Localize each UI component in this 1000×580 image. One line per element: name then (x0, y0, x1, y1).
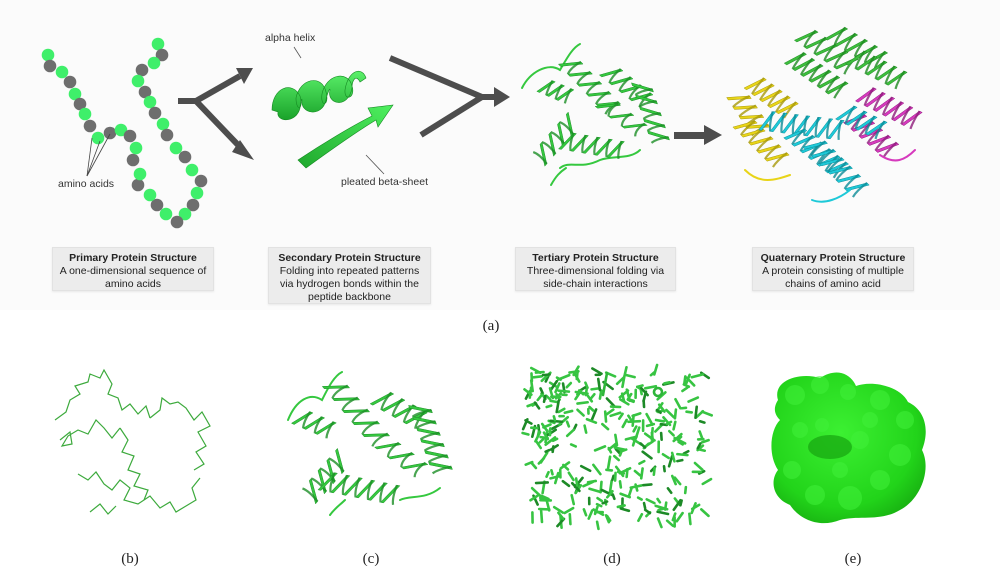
caption-desc-line: A one-dimensional sequence of (59, 265, 207, 277)
caption-title: Primary Protein Structure (69, 252, 197, 264)
caption-desc-line: via hydrogen bonds within the (280, 278, 419, 290)
caption-title: Quaternary Protein Structure (760, 252, 906, 264)
amino-acids-annotation: amino acids (58, 178, 115, 190)
caption-secondary-structure: Secondary Protein Structure Folding into… (268, 247, 431, 304)
caption-desc-line: amino acids (104, 278, 162, 290)
subfigure-label-b: (b) (121, 551, 139, 567)
beta-sheet-annotation: pleated beta-sheet (341, 176, 428, 188)
subfigure-label-a: (a) (482, 318, 500, 334)
caption-title: Secondary Protein Structure (278, 252, 421, 264)
alpha-helix-annotation: alpha helix (265, 32, 316, 44)
subfigure-label-d: (d) (603, 551, 621, 567)
caption-title: Tertiary Protein Structure (532, 252, 659, 264)
caption-quaternary-structure: Quaternary Protein Structure A protein c… (752, 247, 914, 291)
caption-tertiary-structure: Tertiary Protein Structure Three-dimensi… (515, 247, 676, 291)
caption-desc-line: peptide backbone (308, 291, 391, 303)
caption-primary-structure: Primary Protein Structure A one-dimensio… (52, 247, 214, 291)
subfigure-label-c: (c) (362, 551, 380, 567)
caption-desc-line: chains of amino acid (785, 278, 881, 290)
caption-desc-line: Folding into repeated patterns (279, 265, 420, 277)
caption-desc-line: A protein consisting of multiple (762, 265, 904, 277)
subfigure-label-e: (e) (844, 551, 862, 567)
caption-desc-line: Three-dimensional folding via (526, 265, 665, 277)
caption-desc-line: side-chain interactions (543, 278, 648, 290)
